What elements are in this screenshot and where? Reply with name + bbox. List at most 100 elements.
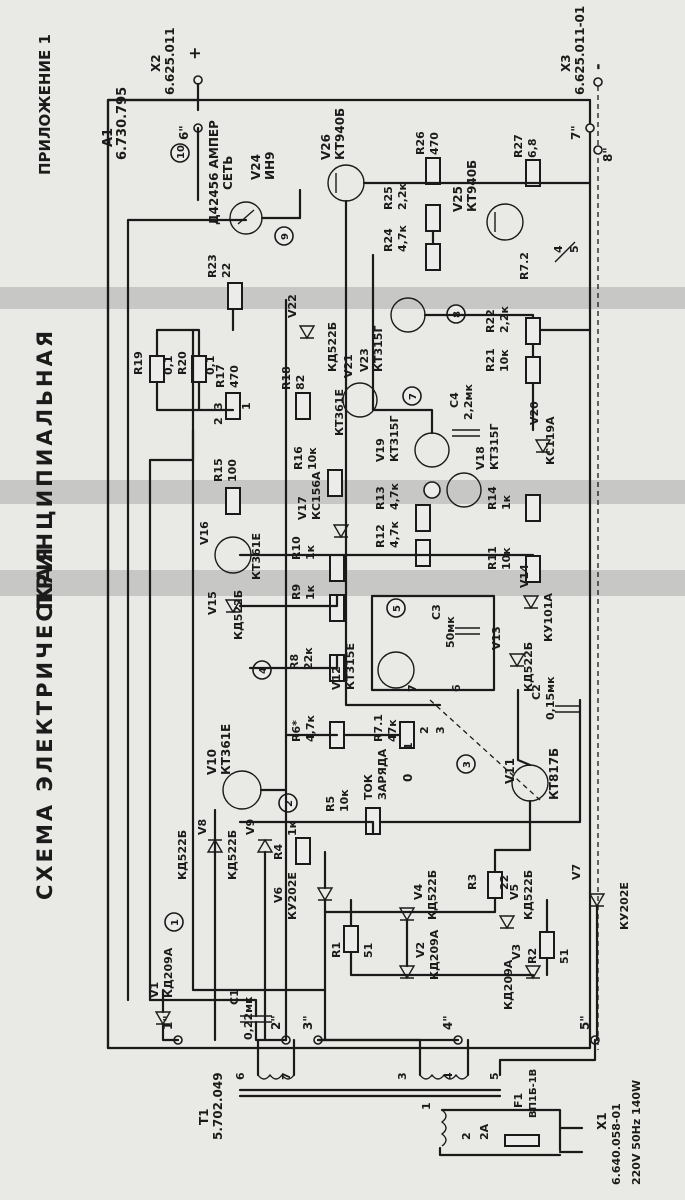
v4-type: КД522Б [426,870,439,920]
wire [256,1038,597,1077]
mains-plug [558,1126,584,1154]
thyristor-v6 [316,887,334,902]
c4-val: 2,2мк [462,384,475,420]
r15-ref: R15 [212,458,225,482]
v18-type: КТ315Г [488,424,501,470]
transistor-v25 [486,203,524,241]
v20-ref: V20 [528,401,541,425]
x2-ref: X2 [149,54,163,72]
x1-ref: X1 [595,1112,609,1130]
r23-ref: R23 [206,254,219,278]
x1-code: 6.640.058-01 [610,1103,623,1185]
r71-val: 47к [386,719,399,742]
ammeter-ref: Д42456 АМПЕР [207,120,221,225]
transistor-v26 [327,164,365,202]
t1-pin-4: 4 [442,1072,455,1080]
marker-7-label: 7 [408,393,419,400]
transistor-v19 [414,432,450,468]
r20-ref: R20 [176,351,189,375]
v2-type: КД209А [428,929,441,980]
v8-type: КД522Б [176,830,189,880]
zener-v20 [534,439,552,454]
transistor-v11 [511,764,549,802]
r20-val: 0,1 [204,356,217,376]
r19-ref: R19 [132,351,145,375]
r4-ref: R4 [272,844,285,860]
v6-ref: V6 [272,886,285,903]
fuse-f1 [504,1134,540,1147]
r1-val: 51 [362,943,375,958]
x3-ref: X3 [559,54,573,72]
x2-code: 6.625.011 [163,27,177,95]
marker-1 [164,912,184,932]
r24-val: 4,7к [396,225,409,252]
v22-type: КД522Б [326,322,339,372]
r26-ref: R26 [414,131,427,155]
r71-pin-3: 3 [434,726,447,734]
wire [516,688,532,767]
terminal-6-label: 6" [177,125,191,140]
r3-val: 22 [498,875,511,890]
f1-rating: 2А [478,1123,491,1140]
r3-ref: R3 [466,874,479,890]
r72-arrow [554,241,576,263]
v3-type: КД209А [502,959,515,1010]
r25-val: 2,2к [396,183,409,210]
r5-val: 10к [338,789,351,812]
v19-type: КТ315Г [388,416,401,462]
v7-ref: V7 [570,864,583,880]
r25-ref: R25 [382,186,395,210]
r71-pin-1: 1 [402,742,415,750]
marker-2 [278,793,298,813]
v21-ref: V21 [342,354,355,378]
resistor-r4 [295,837,311,865]
v10-ref: V10 [205,749,219,775]
charge-label-2: ЗАРЯДА [376,748,389,800]
x2-pin: + [185,47,204,60]
r16-ref: R16 [292,446,305,470]
thyristor-v7 [588,893,606,908]
wire [323,896,497,914]
r10-ref: R10 [290,536,303,560]
r8-ref: R8 [288,654,301,670]
v16-type: КТ361Е [250,533,263,580]
mechanical-link [429,699,541,801]
ammeter-symbol [229,201,263,235]
title-main: СХЕМА ЭЛЕКТРИЧЕСКАЯ [33,545,57,900]
resistor-r24 [425,243,441,271]
pin-6: 6 [450,684,463,692]
r1-ref: R1 [330,942,343,958]
resistor-r15 [225,487,241,515]
r10-val: 1к [304,544,317,560]
appendix-label: ПРИЛОЖЕНИЕ 1 [36,34,54,175]
v25-type: КТ940Б [465,160,479,212]
marker-9 [274,226,294,246]
v1-type: КД209А [162,947,175,998]
x2-terminal [193,75,203,85]
r13-ref: R13 [374,486,387,510]
r71-ref: R7.1 [372,714,385,742]
terminal-8 [593,145,603,155]
v19-ref: V19 [374,438,387,462]
resistor-r10 [329,554,345,582]
transistor-v12 [377,651,415,689]
capacitor-c4 [452,429,480,437]
r6-ref: R6* [290,720,303,742]
resistor-r13 [415,504,431,532]
v26-ref: V26 [319,134,333,160]
v11-type: КТ817Б [547,748,561,800]
capacitor-c2 [555,705,580,713]
v7-type: КУ202Е [618,882,631,930]
r21-ref: R21 [484,348,497,372]
marker-5 [386,598,406,618]
r17-pin-3: 3 [212,402,225,410]
resistor-r23 [227,282,243,310]
r9-val: 1к [304,584,317,600]
wire [238,593,339,608]
r24-ref: R24 [382,228,395,252]
r2-ref: R2 [526,948,539,964]
v3-ref: V3 [510,944,523,960]
diode-v22 [298,325,316,340]
r18-val: 82 [294,375,307,390]
r17-pin-2: 2 [212,417,225,425]
